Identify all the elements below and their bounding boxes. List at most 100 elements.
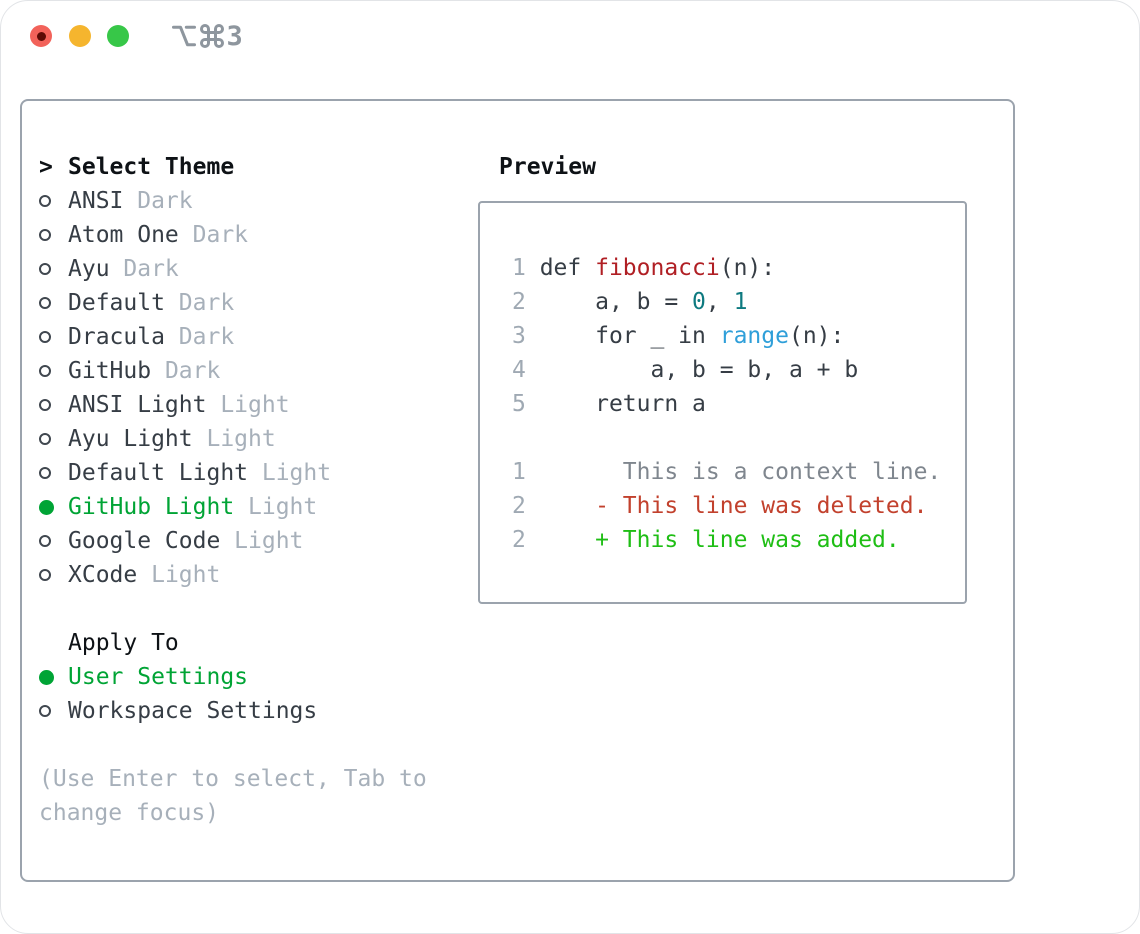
code-line: 2 - This line was deleted. [512,489,957,523]
theme-variant-badge: Light [234,528,304,554]
theme-variant-badge: Light [261,460,332,486]
theme-item-google-code[interactable]: Google Code Light [39,524,454,558]
shortcut-number: 3 [226,20,243,52]
radio-selected-icon [39,499,68,515]
radio-icon [39,331,68,343]
select-theme-title: Select Theme [68,154,235,180]
line-number: 1 [512,255,526,281]
theme-item-github-light[interactable]: GitHub Light Light [39,490,454,524]
titlebar: 3 [1,1,1139,71]
prompt-icon: > [39,154,53,180]
window-title: 3 [170,22,243,50]
help-text: (Use Enter to select, Tab to change focu… [39,766,427,826]
theme-variant-badge: Dark [178,290,235,316]
theme-variant-badge: Dark [192,222,249,248]
code-text: return a [539,391,706,417]
theme-item-label: XCode [68,562,138,588]
radio-icon [39,297,68,309]
apply-option-label: User Settings [68,664,249,690]
line-number: 3 [512,323,526,349]
theme-item-label: Google Code [68,528,221,554]
spacer [39,728,454,762]
radio-icon [39,569,68,581]
code-line: 5 return a [512,387,957,421]
option-icon [170,22,198,50]
radio-icon [39,263,68,275]
line-number: 2 [512,289,526,315]
theme-item-label: Dracula [68,324,165,350]
code-line: 2 a, b = 0, 1 [512,285,957,319]
theme-item-default-light[interactable]: Default Light Light [39,456,454,490]
theme-variant-badge: Light [151,562,221,588]
line-number: 1 [512,459,526,485]
blank-line [512,421,957,455]
theme-item-label: ANSI Light [68,392,207,418]
line-number: 5 [512,391,526,417]
apply-option-label: Workspace Settings [68,698,318,724]
radio-icon [39,399,68,411]
radio-selected-icon [39,669,68,685]
code-text: for _ in range(n): [539,323,845,349]
minimize-button[interactable] [68,25,91,47]
theme-item-ansi-light[interactable]: ANSI Light Light [39,388,454,422]
radio-icon [39,433,68,445]
theme-variant-badge: Light [248,494,318,520]
theme-item-atom-one[interactable]: Atom One Dark [39,218,454,252]
code-line: 2 + This line was added. [512,523,957,557]
theme-variant-badge: Dark [164,358,221,384]
code-text: + This line was added. [539,527,900,553]
radio-icon [39,467,68,479]
theme-variant-badge: Dark [137,188,193,214]
line-number: 2 [512,527,526,553]
theme-item-dracula[interactable]: Dracula Dark [39,320,454,354]
theme-item-label: GitHub Light [68,494,235,520]
line-number: 4 [512,357,526,383]
spacer [39,592,454,626]
theme-item-label: Atom One [68,222,179,248]
code-text: a, b = 0, 1 [539,289,748,315]
code-line: 3 for _ in range(n): [512,319,957,353]
theme-item-ayu[interactable]: Ayu Dark [39,252,454,286]
command-icon [198,22,226,50]
zoom-button[interactable] [107,25,129,47]
code-line: 1 This is a context line. [512,455,957,489]
theme-item-label: Ayu [68,256,110,282]
theme-item-github[interactable]: GitHub Dark [39,354,454,388]
close-button[interactable] [30,25,52,47]
theme-item-label: Default [68,290,165,316]
radio-icon [39,705,68,717]
theme-variant-badge: Light [220,392,290,418]
theme-item-xcode[interactable]: XCode Light [39,558,454,592]
theme-item-label: ANSI [68,188,124,214]
apply-option-user-settings[interactable]: User Settings [39,660,454,694]
apply-to-header: Apply To [39,626,454,660]
code-text: This is a context line. [539,459,942,485]
theme-variant-badge: Dark [178,324,235,350]
code-line: 4 a, b = b, a + b [512,353,957,387]
line-number: 2 [512,493,526,519]
radio-icon [39,365,68,377]
radio-icon [39,229,68,241]
radio-icon [39,195,68,207]
code-text: - This line was deleted. [539,493,928,519]
theme-item-label: Default Light [68,460,249,486]
theme-item-label: Ayu Light [68,426,193,452]
theme-item-label: GitHub [68,358,152,384]
select-theme-header: > Select Theme [39,150,454,184]
preview-title: Preview [499,154,596,180]
theme-item-ansi[interactable]: ANSI Dark [39,184,454,218]
radio-icon [39,535,68,547]
apply-option-workspace-settings[interactable]: Workspace Settings [39,694,454,728]
theme-variant-badge: Dark [123,256,179,282]
theme-item-default[interactable]: Default Dark [39,286,454,320]
close-modified-dot-icon [36,31,46,41]
